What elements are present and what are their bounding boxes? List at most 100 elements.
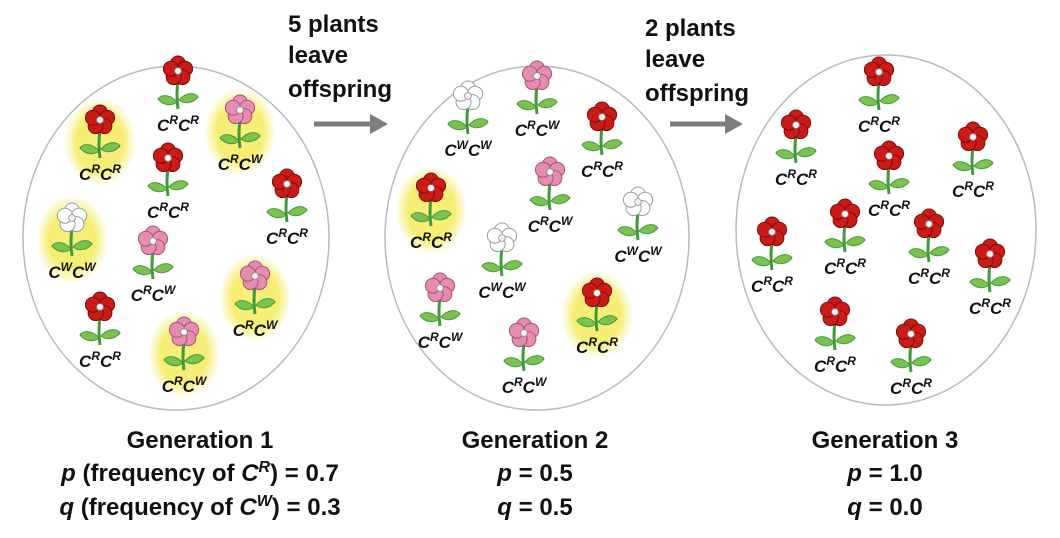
flower-center [875,68,883,76]
generation-3-caption: Generation 3 p = 1.0 q = 0.0 [812,427,959,521]
plant: CRCR [581,101,623,181]
leaf [481,262,502,273]
flower-center [533,72,541,80]
leaf [153,263,174,274]
generation-1-caption: Generation 1 p (frequency of CR) = 0.7 q… [59,427,340,521]
flower-pink [534,156,566,187]
plant: CRCR [969,238,1011,318]
genotype-label: CRCW [418,330,464,352]
stem [599,126,604,156]
leaf [431,210,452,221]
leaf [502,260,523,271]
stem [832,321,837,351]
flower-pink [508,317,540,348]
stem [987,263,992,293]
plant: CRCR [147,142,189,222]
generation-title: Generation 2 [462,427,609,454]
stem [842,223,847,253]
q-frequency-line: q = 0.0 [847,494,922,521]
arrow-caption-line: 2 plants [645,15,736,42]
flower-center [174,67,182,75]
flower-center [283,180,291,188]
genotype-label: CRCW [233,318,279,340]
flower-pink [224,94,256,125]
flower-red [586,101,618,132]
plant: CRCR [751,216,793,296]
p-symbol: p [846,460,862,487]
leaf [772,254,793,265]
frequency-label-close: ) [270,460,278,487]
flower-center [251,272,259,280]
genotype-label: CRCR [814,354,856,376]
genotype-label: CRCR [79,162,121,184]
flower-center [464,92,472,100]
genotype-label: CRCR [858,114,900,136]
leaf [969,278,990,289]
plant: CWCW [36,196,108,284]
plant: CRCR [952,121,994,201]
frequency-label: (frequency of [76,460,241,487]
stem [876,81,881,111]
genotype-label: CRCR [751,274,793,296]
leaf [503,357,524,368]
flower-center [180,328,188,336]
leaf [79,144,100,155]
flower-white [452,80,484,111]
stem [970,146,975,176]
stem [252,285,257,315]
stem [908,343,913,373]
leaf [410,212,431,223]
leaf [602,139,623,150]
flower-center [68,214,76,222]
generation-title: Generation 3 [812,427,959,454]
plant: CRCR [157,55,199,135]
leaf [751,256,772,267]
leaf [889,178,910,189]
flower-red [415,172,447,203]
leaf [287,206,308,217]
leaf [845,236,866,247]
leaf [581,141,602,152]
flower-center [969,133,977,141]
arrow-caption-line: offspring [645,80,749,107]
genotype-label: CRCR [824,256,866,278]
leaf [79,331,100,342]
stem [465,105,470,135]
stem [886,165,891,195]
flower-white [56,202,88,233]
flower-center [164,154,172,162]
arrow-caption-line: offspring [288,76,392,103]
generation-title: Generation 1 [127,427,274,454]
plant: CWCW [478,222,527,302]
flower-center [841,210,849,218]
plant: CRCR [868,140,910,220]
leaf [952,161,973,172]
flower-red [780,109,812,140]
flower-center [427,184,435,192]
leaf [858,96,879,107]
arrow-caption-line: 5 plants [288,11,379,38]
plant: CRCR [890,318,932,398]
leaf [184,354,205,365]
flower-pink [424,272,456,303]
plant: CRCR [908,208,950,288]
flower-red [271,168,303,199]
genotype-label: CRCR [908,266,950,288]
leaf [51,242,72,253]
stem [428,197,433,227]
flower-red [974,238,1006,269]
flower-red [152,142,184,173]
flower-center [593,289,601,297]
flower-center [96,116,104,124]
genotype-label: CRCW [162,374,208,396]
leaf [597,315,618,326]
flower-center [546,168,554,176]
leaf [524,355,545,366]
stem [534,85,539,115]
leaf [638,224,659,235]
allele-superscript: R [259,459,271,476]
leaf [440,310,461,321]
leaf [929,246,950,257]
leaf [468,118,489,129]
genotype-label: CRCR [868,198,910,220]
